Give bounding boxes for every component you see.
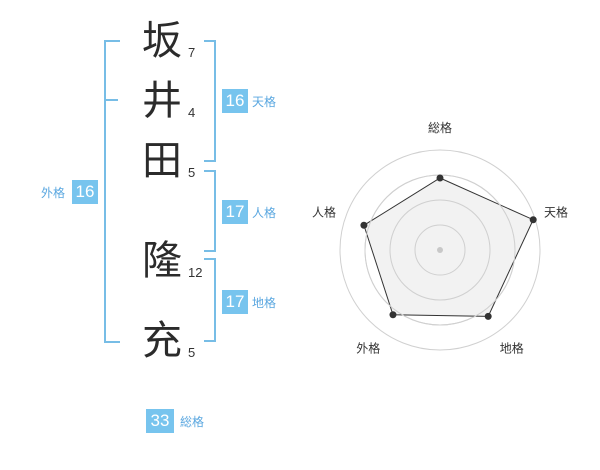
stroke-count-4: 12 (188, 265, 203, 280)
name-char-5: 充 (142, 318, 182, 364)
radar-point-4 (360, 221, 368, 229)
name-char-2: 井 (142, 78, 182, 124)
radar-grid-ring-inner (389, 199, 491, 301)
gaikaku-bracket (104, 40, 120, 343)
radar-axis-label-0: 総格 (428, 120, 452, 135)
radar-axis-label-2: 地格 (500, 341, 524, 356)
tenkaku-value-badge: 16 (222, 89, 248, 113)
stroke-count-1: 7 (188, 45, 196, 60)
radar-point-1 (529, 216, 537, 224)
radar-point-3 (389, 311, 397, 319)
gaikaku-bracket-tick (106, 99, 118, 101)
name-char-1: 坂 (142, 18, 182, 64)
gaikaku-value-badge: 16 (72, 180, 98, 204)
jinkaku-bracket (204, 170, 216, 252)
radar-axis-label-3: 外格 (356, 341, 380, 356)
jinkaku-label: 人格 (252, 206, 277, 220)
soukaku-label: 総格 (180, 415, 205, 429)
chikaku-label: 地格 (252, 296, 277, 310)
name-char-3: 田 (142, 138, 182, 184)
stroke-count-2: 4 (188, 105, 196, 120)
radar-axis-label-4: 人格 (312, 204, 336, 219)
radar-center-dot (437, 247, 443, 253)
gaikaku-label: 外格 (41, 186, 66, 200)
radar-axis-label-1: 天格 (544, 204, 568, 219)
soukaku-value-badge: 33 (146, 409, 174, 433)
chikaku-bracket (204, 258, 216, 342)
chikaku-value-badge: 17 (222, 290, 248, 314)
tenkaku-label: 天格 (252, 95, 277, 109)
jinkaku-value-badge: 17 (222, 200, 248, 224)
radar-grid-ring-inner (414, 224, 466, 276)
radar-point-2 (484, 312, 492, 320)
name-char-4: 隆 (142, 238, 182, 284)
radar-point-0 (436, 174, 444, 182)
stroke-count-5: 5 (188, 345, 196, 360)
stroke-count-3: 5 (188, 165, 196, 180)
tenkaku-bracket (204, 40, 216, 162)
